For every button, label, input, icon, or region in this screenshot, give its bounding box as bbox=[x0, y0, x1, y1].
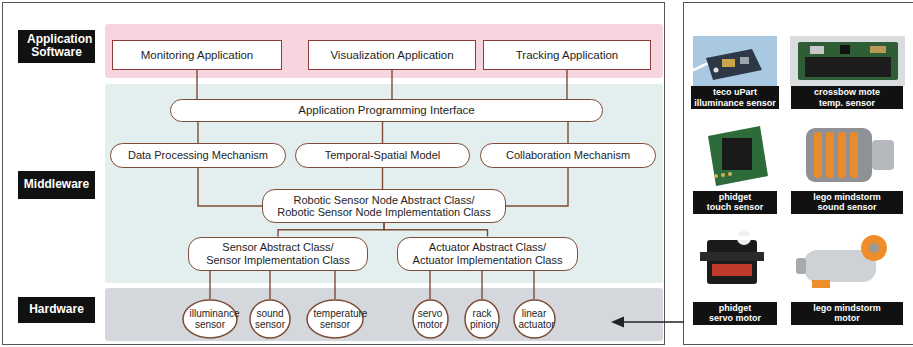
node-text: linear actuator bbox=[519, 308, 550, 330]
node-text: crossbow mote temp. sensor bbox=[814, 87, 880, 107]
node-text: rack pinion bbox=[470, 308, 494, 330]
connector-line bbox=[197, 122, 198, 143]
device-label: lego mindstorm sound sensor bbox=[791, 191, 903, 214]
connector-line bbox=[481, 271, 482, 300]
node-text: phidget servo motor bbox=[709, 303, 761, 323]
application-box: Visualization Application bbox=[308, 40, 476, 70]
connector-line bbox=[196, 70, 197, 99]
node-text: sound sensor bbox=[255, 308, 285, 330]
node-text: teco uPart illuminance sensor bbox=[694, 87, 776, 107]
application-band bbox=[105, 24, 663, 78]
device-label: crossbow mote temp. sensor bbox=[791, 86, 903, 109]
middleware-band bbox=[105, 84, 663, 283]
connector-line bbox=[533, 271, 534, 300]
node-text: lego mindstorm sound sensor bbox=[813, 192, 881, 212]
hardware-circle: rack pinion bbox=[464, 299, 500, 339]
node-text: phidget touch sensor bbox=[707, 192, 764, 212]
crossbow-mote-photo bbox=[790, 36, 905, 86]
lego-sound-sensor-photo bbox=[790, 118, 905, 190]
connector-line bbox=[391, 70, 392, 99]
node-text: temperature sensor bbox=[314, 308, 357, 330]
connector-line bbox=[209, 271, 210, 300]
connector-line bbox=[566, 70, 567, 99]
device-label: teco uPart illuminance sensor bbox=[691, 86, 779, 109]
node-text: Visualization Application bbox=[330, 49, 455, 62]
middleware-box: Temporal-Spatial Model bbox=[295, 143, 470, 168]
node-text: Hardware bbox=[29, 303, 85, 316]
middleware-box: Sensor Abstract Class/ Sensor Implementa… bbox=[188, 237, 368, 271]
middleware-box: Actuator Abstract Class/ Actuator Implem… bbox=[397, 237, 578, 271]
left-panel-frame bbox=[3, 3, 665, 345]
device-label: phidget servo motor bbox=[693, 302, 777, 325]
node-text: servo motor bbox=[417, 308, 443, 330]
node-text: Data Processing Mechanism bbox=[127, 149, 269, 161]
device-label: phidget touch sensor bbox=[693, 191, 777, 214]
pointer-arrow bbox=[611, 317, 684, 328]
lego-motor-photo bbox=[790, 222, 905, 300]
teco-board-photo bbox=[693, 36, 777, 86]
layer-label: Application Software bbox=[18, 30, 95, 63]
connector-line bbox=[567, 122, 568, 143]
node-text: Actuator Abstract Class/ Actuator Implem… bbox=[413, 241, 563, 266]
node-text: Middleware bbox=[23, 178, 90, 191]
node-text: Application Software bbox=[27, 33, 86, 60]
node-text: Sensor Abstract Class/ Sensor Implementa… bbox=[206, 241, 350, 266]
middleware-box: Application Programming Interface bbox=[170, 99, 603, 122]
connector-line bbox=[334, 271, 335, 300]
node-text: Monitoring Application bbox=[140, 49, 254, 62]
connector-line bbox=[384, 223, 488, 237]
right-panel-frame bbox=[684, 3, 913, 345]
hardware-circle: servo motor bbox=[412, 299, 449, 339]
connector-line bbox=[198, 168, 262, 206]
node-text: illuminance sensor bbox=[190, 308, 231, 330]
middleware-box: Collaboration Mechanism bbox=[480, 143, 656, 168]
connector-line bbox=[429, 271, 430, 300]
application-box: Tracking Application bbox=[483, 40, 651, 70]
hardware-circle: temperature sensor bbox=[306, 299, 364, 339]
node-text: Application Programming Interface bbox=[298, 104, 476, 117]
application-box: Monitoring Application bbox=[112, 40, 282, 70]
middleware-box: Robotic Sensor Node Abstract Class/ Robo… bbox=[262, 189, 506, 223]
hardware-circle: linear actuator bbox=[513, 299, 556, 339]
layer-label: Middleware bbox=[18, 171, 95, 199]
connector-line bbox=[382, 122, 383, 143]
node-text: Temporal-Spatial Model bbox=[324, 149, 441, 161]
hardware-circle: sound sensor bbox=[249, 299, 291, 339]
phidget-servo-photo bbox=[693, 222, 777, 300]
device-label: lego mindstorm motor bbox=[791, 302, 903, 325]
hardware-circle: illuminance sensor bbox=[182, 299, 238, 339]
middleware-box: Data Processing Mechanism bbox=[110, 143, 286, 168]
node-text: Robotic Sensor Node Abstract Class/ Robo… bbox=[277, 194, 491, 219]
connector-line bbox=[269, 271, 270, 300]
connector-line bbox=[382, 168, 383, 189]
node-text: Tracking Application bbox=[515, 49, 619, 62]
phidget-touch-photo bbox=[700, 118, 775, 190]
node-text: Collaboration Mechanism bbox=[505, 149, 631, 161]
connector-line bbox=[278, 223, 384, 237]
hardware-band bbox=[105, 288, 663, 341]
layer-label: Hardware bbox=[18, 297, 95, 323]
node-text: lego mindstorm motor bbox=[813, 303, 881, 323]
connector-line bbox=[506, 168, 568, 206]
